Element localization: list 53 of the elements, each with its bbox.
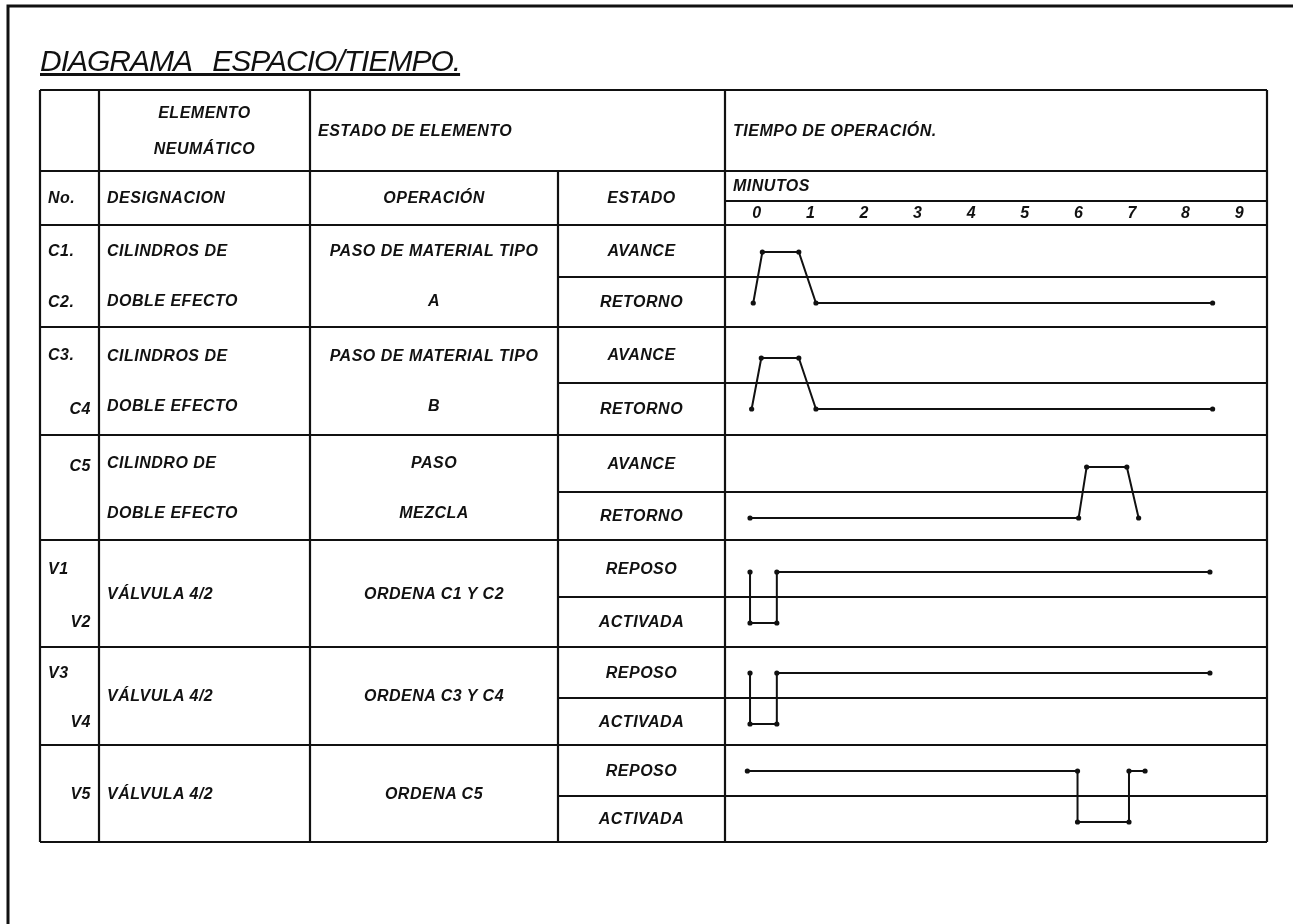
element-id: V3	[48, 662, 69, 683]
column-header: ELEMENTO NEUMÁTICO	[152, 102, 257, 159]
element-id: V4	[70, 711, 91, 732]
tick-label: 5	[1020, 203, 1030, 223]
column-header: No.	[48, 188, 76, 208]
diagram-title: DIAGRAMA ESPACIO/TIEMPO.	[40, 44, 461, 78]
column-header: ESTADO DE ELEMENTO	[318, 120, 513, 141]
tick-label: 6	[1073, 203, 1084, 223]
operation-text: ORDENA C5	[384, 783, 484, 804]
tick-label: 8	[1181, 203, 1191, 223]
state-text: AVANCE	[607, 345, 676, 365]
operation-text: ORDENA C1 Y C2	[363, 583, 505, 604]
element-id: V5	[70, 783, 91, 804]
state-text: REPOSO	[605, 662, 678, 683]
designation-text: CILINDRO DE DOBLE EFECTO	[107, 452, 240, 523]
tick-label: 4	[966, 203, 977, 223]
column-header: ESTADO	[607, 188, 676, 208]
element-id: V1	[48, 558, 69, 579]
state-text: AVANCE	[607, 241, 676, 261]
operation-text: PASO DE MATERIAL TIPO A	[328, 241, 540, 311]
column-header: TIEMPO DE OPERACIÓN.	[733, 120, 937, 141]
state-text: AVANCE	[607, 453, 676, 474]
element-id: C1.	[48, 241, 75, 261]
state-text: RETORNO	[599, 399, 684, 419]
state-text: RETORNO	[599, 292, 684, 312]
designation-text: VÁLVULA 4/2	[107, 783, 214, 804]
element-id: C3.	[48, 345, 75, 365]
state-text: REPOSO	[605, 760, 678, 781]
operation-text: PASO MEZCLA	[398, 452, 470, 523]
tick-label: 9	[1234, 203, 1245, 223]
state-text: ACTIVADA	[598, 711, 685, 732]
state-text: RETORNO	[599, 506, 684, 526]
element-id: C4	[69, 399, 91, 419]
tick-label: 2	[859, 203, 869, 223]
state-text: ACTIVADA	[598, 809, 685, 829]
operation-text: PASO DE MATERIAL TIPO B	[328, 346, 540, 416]
designation-text: CILINDROS DE DOBLE EFECTO	[107, 241, 240, 311]
axis-title: MINUTOS	[733, 176, 810, 196]
tick-label: 3	[913, 203, 923, 223]
column-header: DESIGNACION	[107, 188, 226, 208]
operation-text: ORDENA C3 Y C4	[363, 686, 505, 706]
element-id: V2	[70, 612, 91, 632]
designation-text: VÁLVULA 4/2	[107, 685, 214, 706]
designation-text: CILINDROS DE DOBLE EFECTO	[107, 346, 240, 416]
element-id: C5	[69, 456, 91, 476]
tick-label: 7	[1127, 203, 1137, 223]
tick-label: 0	[752, 203, 762, 223]
column-header: OPERACIÓN	[383, 187, 485, 208]
tick-label: 1	[805, 203, 816, 223]
state-text: REPOSO	[605, 558, 678, 579]
designation-text: VÁLVULA 4/2	[107, 583, 214, 604]
state-text: ACTIVADA	[598, 612, 685, 632]
element-id: C2.	[48, 292, 75, 312]
